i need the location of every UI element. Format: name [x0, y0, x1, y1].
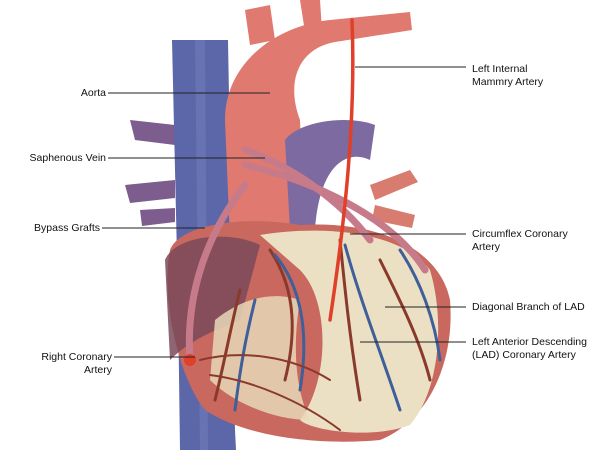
leader-lines: [102, 66, 466, 358]
pulmonary-veins-left: [125, 120, 175, 226]
label-line: Left Internal: [472, 63, 528, 75]
label-saphenous-vein: Saphenous Vein: [29, 152, 106, 164]
pulmonary-artery: [285, 120, 375, 230]
left-internal-mammary-artery: [328, 18, 355, 322]
label-diagonal-branch: Diagonal Branch of LAD: [472, 301, 585, 313]
label-line: Mammry Artery: [472, 76, 544, 88]
label-bypass-grafts: Bypass Grafts: [34, 222, 100, 234]
label-lad-coronary-artery: Left Anterior Descending (LAD) Coronary …: [472, 336, 587, 362]
label-line: Artery: [83, 364, 112, 376]
label-line: Circumflex Coronary: [472, 228, 568, 240]
label-right-coronary-artery: Right Coronary Artery: [20, 351, 112, 377]
label-line: Left Anterior Descending: [472, 336, 587, 348]
label-circumflex-coronary-artery: Circumflex Coronary Artery: [472, 228, 568, 254]
label-line: Right Coronary: [41, 351, 112, 363]
label-line: Artery: [472, 241, 501, 253]
label-left-internal-mammary-artery: Left Internal Mammry Artery: [472, 63, 543, 89]
label-aorta: Aorta: [80, 87, 106, 99]
pulmonary-veins-right: [370, 170, 418, 228]
aorta: [225, 12, 412, 240]
coronary-vessels: [199, 238, 442, 431]
label-line: (LAD) Coronary Artery: [472, 349, 576, 361]
